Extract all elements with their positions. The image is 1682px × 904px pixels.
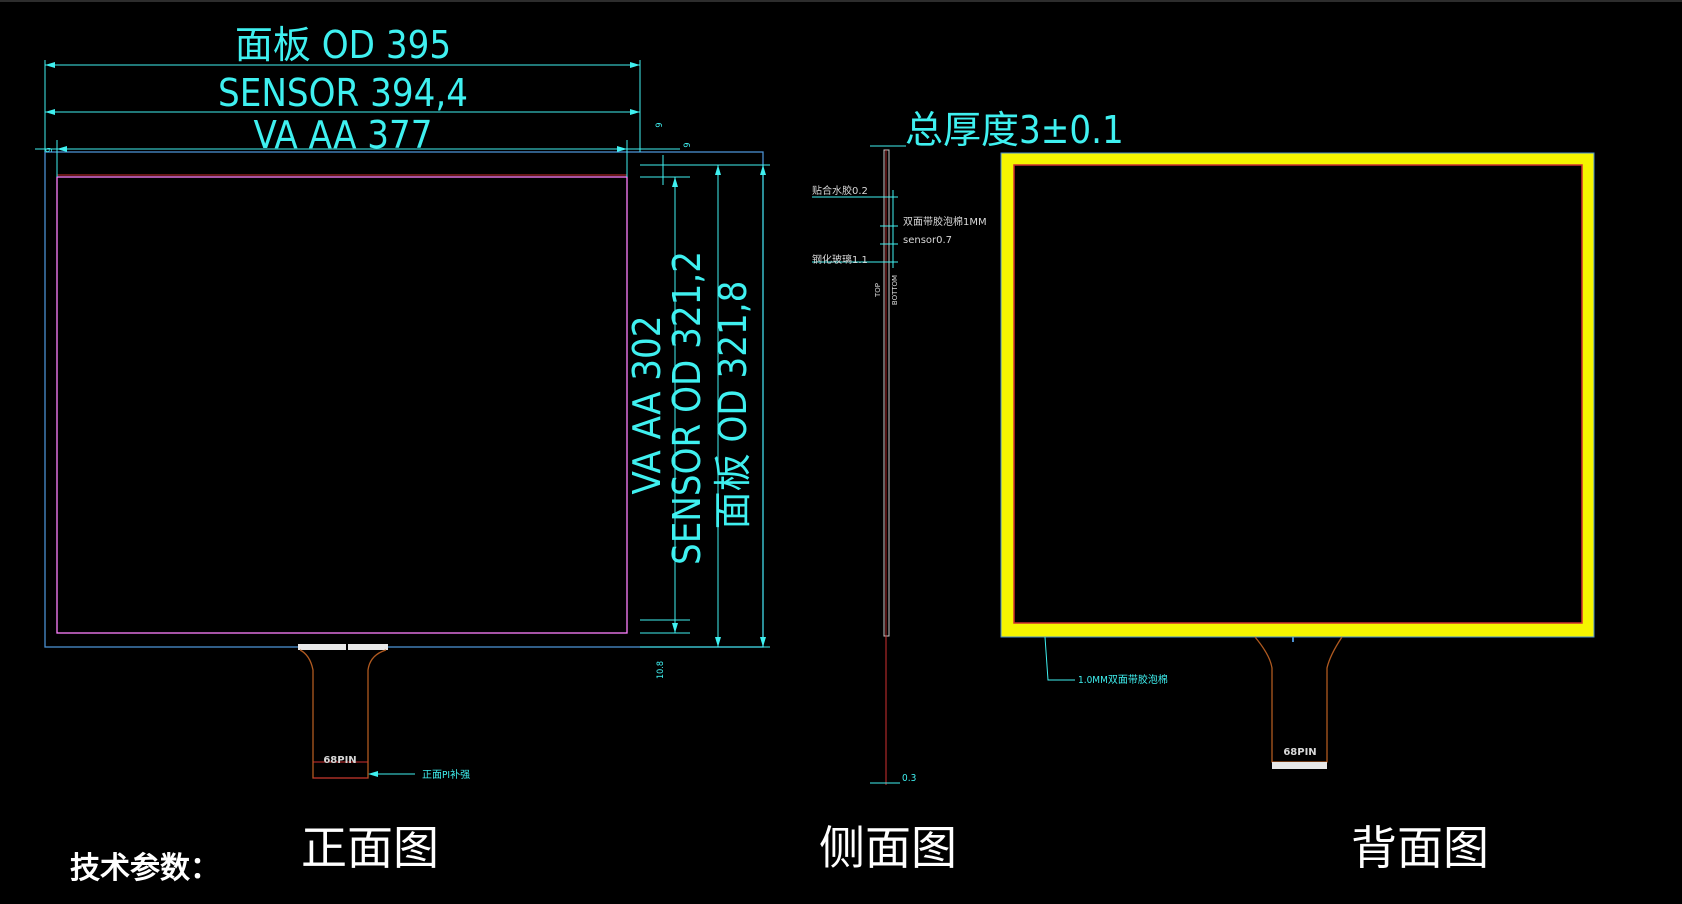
front-view: 面板 OD 395 SENSOR 394,4 VA AA 377 9 9 9 V… (35, 23, 770, 781)
foam-callout-label: 1.0MM双面带胶泡棉 (1078, 673, 1168, 686)
total-thickness-label: 总厚度3±0.1 (905, 108, 1124, 152)
sensor-thickness-label: sensor0.7 (903, 235, 952, 246)
sensor-width-label: SENSOR 394,4 (218, 71, 468, 115)
va-aa-height-label: VA AA 302 (625, 315, 669, 494)
offset-9-right-label: 9 (655, 122, 665, 127)
side-stack (883, 149, 890, 637)
glass-label: 钢化玻璃1.1 (812, 253, 868, 266)
pi-callout-label: 正面PI补强 (422, 768, 470, 781)
foam-callout-leader (1044, 636, 1075, 681)
top-label: TOP (874, 283, 882, 298)
panel-od-width-label: 面板 OD 395 (235, 23, 451, 67)
layer-leaders (812, 190, 898, 268)
bottom-label: BOTTOM (891, 275, 899, 305)
pi-callout-leader (368, 771, 415, 777)
height-arrows (672, 165, 766, 647)
side-view: 总厚度3±0.1 贴合水胶0.2 双面带胶泡棉1MM sensor0.7 钢化玻… (812, 108, 1124, 785)
offset-9-left-label: 9 (45, 147, 55, 152)
foam-tape-label: 双面带胶泡棉1MM (903, 215, 987, 228)
back-fpc (1254, 636, 1343, 769)
back-fpc-pin-label: 68PIN (1283, 747, 1316, 758)
width-dimension-lines (35, 60, 680, 177)
front-fpc-pin-label: 68PIN (323, 755, 356, 766)
sensor-outline (56, 176, 628, 634)
back-view-caption: 背面图 (1351, 821, 1489, 875)
va-aa-width-label: VA AA 377 (253, 113, 432, 157)
panel-od-height-label: 面板 OD 321,8 (711, 281, 755, 530)
back-view: 68PIN 1.0MM双面带胶泡棉 (1000, 152, 1595, 769)
side-view-caption: 侧面图 (819, 821, 957, 875)
height-dimension-lines (640, 155, 770, 648)
tech-params-label: 技术参数： (70, 851, 220, 886)
fpc-thickness-label: 0.3 (902, 773, 916, 784)
width-arrows (45, 62, 640, 152)
back-window (1013, 164, 1583, 624)
back-panel-outline (1000, 152, 1595, 638)
offset-9-right2-label: 9 (683, 142, 693, 147)
bottom-offset-label: 10.8 (656, 661, 666, 679)
bond-label: 贴合水胶0.2 (812, 184, 868, 197)
front-fpc (298, 644, 388, 779)
sensor-od-height-label: SENSOR OD 321,2 (665, 251, 709, 565)
front-view-caption: 正面图 (301, 821, 439, 875)
